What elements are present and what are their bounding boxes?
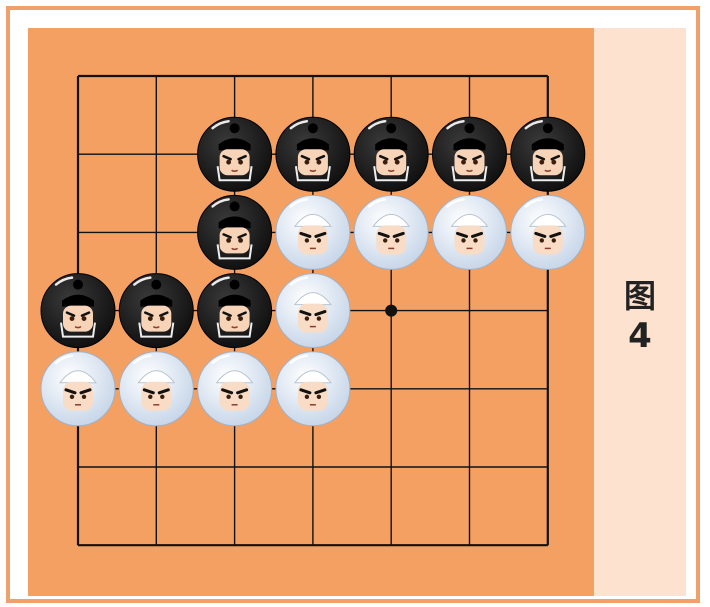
caption-panel: 图 4 <box>594 28 686 596</box>
white-stone <box>510 194 586 270</box>
black-stone <box>118 273 194 349</box>
white-stone <box>275 273 351 349</box>
white-stone <box>275 194 351 270</box>
figure-number: 4 <box>628 316 652 356</box>
black-stone <box>40 273 116 349</box>
white-stone <box>197 351 273 427</box>
star-point-marker <box>385 304 398 317</box>
white-stone <box>275 351 351 427</box>
white-stone <box>432 194 507 270</box>
black-stone <box>197 273 273 349</box>
white-stone <box>40 351 116 427</box>
black-stone <box>510 116 586 192</box>
white-stone <box>118 351 194 427</box>
black-stone <box>275 116 351 192</box>
black-stone <box>432 116 507 192</box>
figure-label: 图 <box>623 277 656 315</box>
stones-layer <box>40 116 586 427</box>
black-stone <box>197 116 273 192</box>
figure-caption: 图 4 <box>594 276 686 356</box>
white-stone <box>353 194 429 270</box>
black-stone <box>353 116 429 192</box>
black-stone <box>197 194 273 270</box>
